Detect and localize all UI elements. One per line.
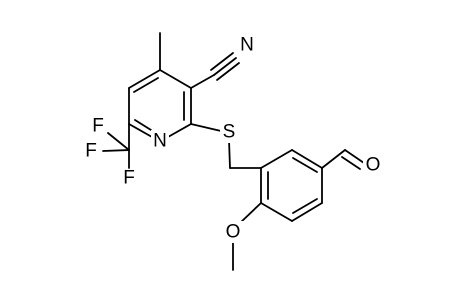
atom-fluorine-left: F xyxy=(85,141,97,162)
bond-c4-c5 xyxy=(128,69,161,89)
atom-fluorine-top: F xyxy=(92,116,104,137)
atom-methoxy-oxygen: O xyxy=(226,222,241,243)
bond-c3p-c4p xyxy=(291,202,323,222)
bond-c2p-o-methoxy xyxy=(239,202,262,224)
atom-nitrile-nitrogen: N xyxy=(240,35,254,56)
bond-cf3-f-left xyxy=(102,149,130,152)
bond-c6-n1-inner xyxy=(134,119,152,131)
bond-c6p-c1p xyxy=(260,149,293,169)
bond-c2-s xyxy=(190,123,222,132)
bond-c6-n1 xyxy=(128,123,153,138)
bond-s-ch2 xyxy=(228,139,231,169)
bond-n1-c2 xyxy=(167,123,192,138)
atom-fluorine-bottom: F xyxy=(123,168,135,189)
bond-cn-triple-3 xyxy=(210,52,234,71)
bond-cn-triple-2 xyxy=(216,62,240,81)
atom-aldehyde-oxygen: O xyxy=(366,155,381,176)
bond-c5p-cho xyxy=(321,149,346,169)
bond-c3-cn xyxy=(190,74,215,89)
bond-cho-o-double xyxy=(341,156,361,170)
bond-c3-c4 xyxy=(159,69,192,89)
bond-c4-c5-inner xyxy=(133,77,159,93)
bond-c5p-c6p-inner xyxy=(292,157,318,173)
atom-sulfur: S xyxy=(223,122,236,143)
bond-c3p-c4p-inner xyxy=(292,198,318,214)
bond-c2p-c3p xyxy=(260,202,293,222)
bonds xyxy=(102,32,365,271)
bond-c5p-c6p xyxy=(291,149,323,169)
bond-cn-triple-1 xyxy=(213,57,237,76)
bond-cho-o xyxy=(344,149,365,164)
bond-cf3-f-top xyxy=(107,132,130,151)
atom-labels: N N S O O F F F xyxy=(85,34,383,243)
atom-pyridine-nitrogen: N xyxy=(153,131,167,152)
